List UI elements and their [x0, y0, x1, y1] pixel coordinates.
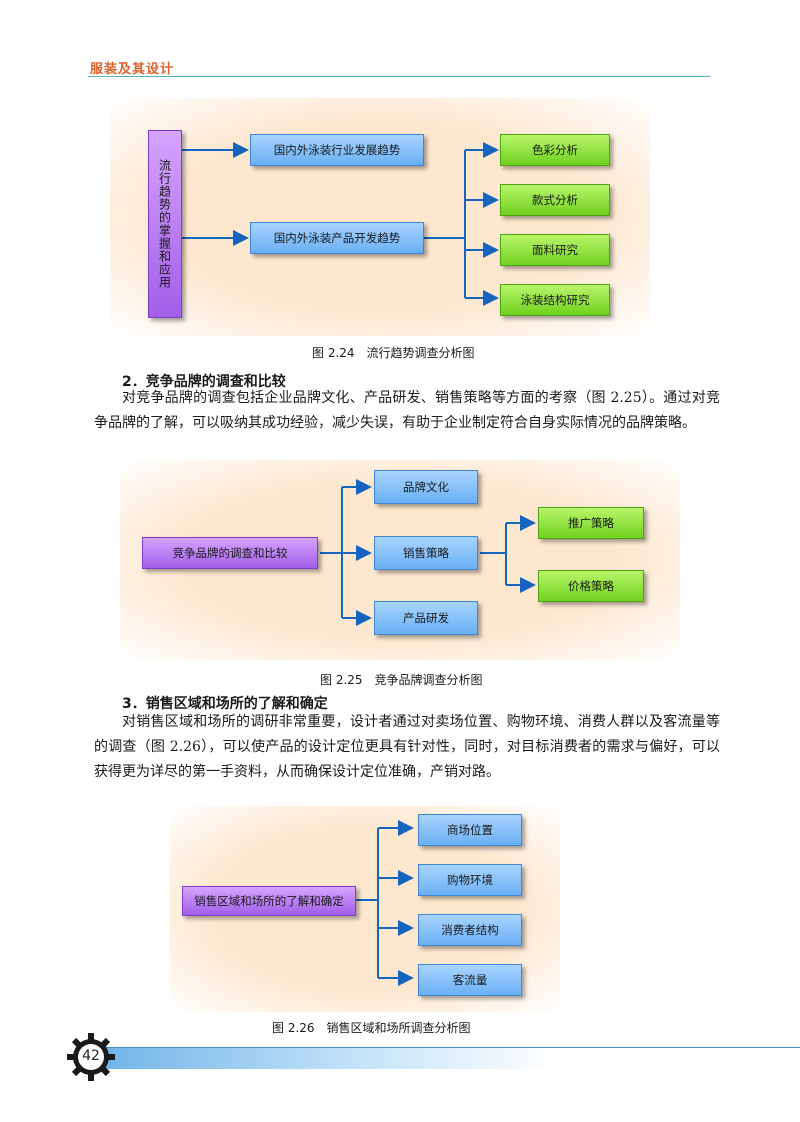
leaf-node-pricing: 价格策略	[538, 570, 644, 602]
section-2-heading: 2．竞争品牌的调查和比较	[122, 374, 286, 390]
mid-node-brand-culture: 品牌文化	[374, 470, 478, 504]
leaf-node-promotion: 推广策略	[538, 507, 644, 539]
gear-icon	[67, 1033, 115, 1081]
section-3-paragraph: 对销售区域和场所的调研非常重要，设计者通过对卖场位置、购物环境、消费人群以及客流…	[94, 714, 720, 780]
mid-node-product-trend: 国内外泳装产品开发趋势	[250, 222, 424, 254]
root-node: 销售区域和场所的了解和确定	[182, 886, 356, 916]
mid-node-sales-strategy: 销售策略	[374, 536, 478, 570]
leaf-node-style: 款式分析	[500, 184, 610, 216]
figure-2-26: 销售区域和场所的了解和确定 商场位置 购物环境 消费者结构 客流量	[170, 806, 560, 1012]
figure-2-24-connectors	[180, 142, 499, 306]
footer-bar	[96, 1047, 800, 1069]
mid-node-product-dev: 产品研发	[374, 601, 478, 635]
section-2-paragraph: 对竞争品牌的调查包括企业品牌文化、产品研发、销售策略等方面的考察（图 2.25）…	[94, 390, 720, 431]
figure-2-25-caption: 图 2.25 竞争品牌调查分析图	[320, 673, 483, 687]
root-node: 竞争品牌的调查和比较	[142, 537, 318, 569]
leaf-node-customer-flow: 客流量	[418, 964, 522, 996]
header-rule	[88, 76, 710, 77]
leaf-node-mall-location: 商场位置	[418, 814, 522, 846]
leaf-node-consumer-structure: 消费者结构	[418, 914, 522, 946]
mid-node-industry-trend: 国内外泳装行业发展趋势	[250, 134, 424, 166]
leaf-node-fabric: 面料研究	[500, 234, 610, 266]
figure-2-26-caption: 图 2.26 销售区域和场所调查分析图	[272, 1021, 471, 1035]
figure-2-25-connectors	[320, 479, 536, 626]
leaf-node-shopping-env: 购物环境	[418, 864, 522, 896]
footer-rule	[96, 1047, 800, 1048]
root-node: 流行趋势的掌握和应用	[148, 130, 182, 318]
page-number: 42	[82, 1048, 100, 1064]
figure-2-24: 流行趋势的掌握和应用 国内外泳装行业发展趋势 国内外泳装产品开发趋势 色彩分析 …	[110, 98, 650, 336]
section-3-heading: 3．销售区域和场所的了解和确定	[122, 696, 328, 712]
figure-2-26-connectors	[356, 820, 414, 986]
figure-2-25: 竞争品牌的调查和比较 品牌文化 销售策略 产品研发 推广策略 价格策略	[120, 460, 680, 660]
leaf-node-structure: 泳装结构研究	[500, 284, 610, 316]
leaf-node-color: 色彩分析	[500, 134, 610, 166]
running-header: 服装及其设计	[90, 62, 175, 77]
figure-2-24-caption: 图 2.24 流行趋势调查分析图	[312, 346, 475, 360]
